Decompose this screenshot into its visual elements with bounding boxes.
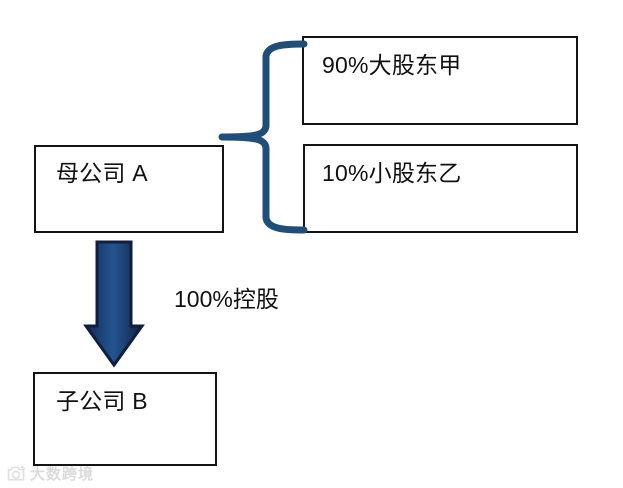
node-label-minor-shareholder: 10%小股东乙 bbox=[322, 160, 462, 186]
brace-connector bbox=[216, 34, 308, 234]
node-box-subsidiary[interactable] bbox=[33, 372, 217, 466]
camera-logo-icon bbox=[7, 465, 26, 481]
ownership-arrow-label: 100%控股 bbox=[174, 286, 279, 312]
ownership-arrow bbox=[80, 238, 148, 370]
node-box-parent-company[interactable] bbox=[34, 145, 224, 233]
node-box-minor-shareholder[interactable] bbox=[303, 144, 578, 233]
node-label-subsidiary: 子公司 B bbox=[56, 388, 148, 414]
node-box-major-shareholder[interactable] bbox=[302, 36, 578, 125]
down-arrow-icon bbox=[83, 240, 145, 368]
node-label-major-shareholder: 90%大股东甲 bbox=[322, 52, 462, 78]
node-label-parent-company: 母公司 A bbox=[56, 160, 148, 186]
curly-brace-icon bbox=[218, 40, 308, 234]
